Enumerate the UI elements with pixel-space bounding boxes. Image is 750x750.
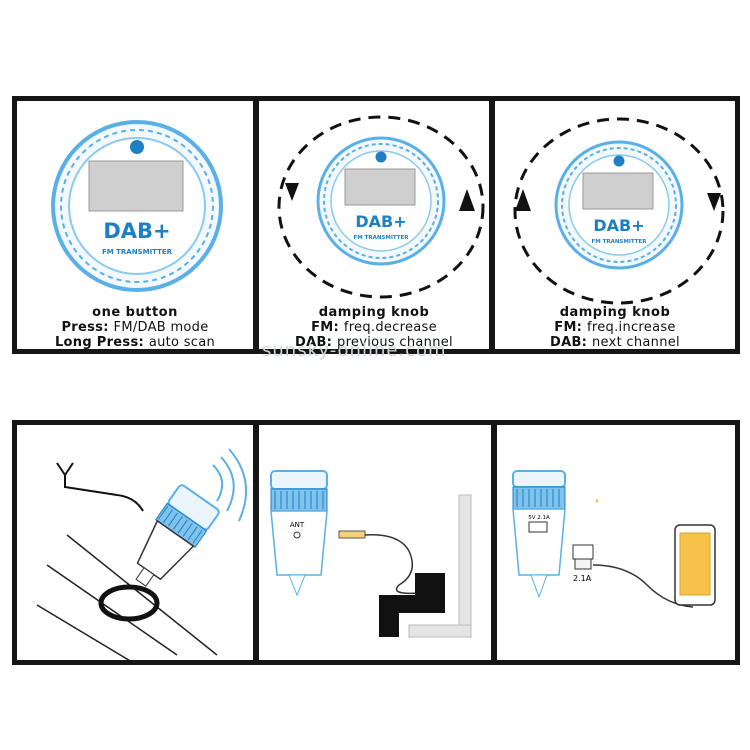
display-screen <box>88 160 184 212</box>
dial-brand: DAB+ <box>593 216 644 235</box>
panel-antenna-port: ANT <box>254 420 496 665</box>
antenna-jack-icon <box>338 530 366 539</box>
caption-key: FM: <box>554 320 583 335</box>
caption: one button Press: FM/DAB mode Long Press… <box>17 305 253 350</box>
arrow-down-icon <box>707 193 721 211</box>
cable-label: 2.1A <box>573 574 592 583</box>
caption-value: freq.increase <box>587 320 676 335</box>
arrow-up-icon <box>459 189 475 211</box>
dial-illustration: DAB+ FM TRANSMITTER <box>513 117 725 305</box>
socket-ring <box>98 584 160 622</box>
panel-knob-increase: DAB+ FM TRANSMITTER damping knob FM: fre… <box>490 96 740 354</box>
dial-brand: DAB+ <box>103 219 170 243</box>
usb-port-icon <box>528 521 548 533</box>
car-install-illustration <box>36 448 248 660</box>
panel-knob-decrease: DAB+ FM TRANSMITTER damping knob FM: fre… <box>254 96 494 354</box>
dial-illustration: DAB+ FM TRANSMITTER <box>277 115 485 299</box>
caption-title: damping knob <box>318 305 430 320</box>
caption-title: damping knob <box>559 305 671 320</box>
panel-car-install <box>12 420 258 665</box>
arrow-down-icon <box>285 183 299 201</box>
signal-waves-icon <box>212 448 248 522</box>
caption-value: FM/DAB mode <box>113 320 209 335</box>
dashboard-lines <box>36 534 218 660</box>
usb-plug-icon <box>572 544 594 560</box>
caption-value: freq.decrease <box>343 320 437 335</box>
caption-key: Long Press: <box>54 335 144 350</box>
caption: damping knob FM: freq.increase DAB: next… <box>495 305 735 350</box>
dial-illustration: DAB+ FM TRANSMITTER <box>51 120 223 292</box>
display-screen <box>582 172 654 210</box>
window-frame <box>458 494 472 626</box>
button-dot-icon <box>130 140 144 154</box>
antenna-port-illustration: ANT <box>270 470 472 638</box>
caption-key: FM: <box>311 320 339 335</box>
antenna-cable <box>364 534 420 595</box>
caption-key: Press: <box>61 320 109 335</box>
ant-label: ANT <box>290 521 305 529</box>
port-label: 5V 2.1A <box>528 515 550 521</box>
spark-icon <box>595 498 599 503</box>
usb-charge-illustration: 5V 2.1A 2.1A <box>512 470 716 608</box>
panel-one-button: DAB+ FM TRANSMITTER one button Press: FM… <box>12 96 258 354</box>
dial-subtitle: FM TRANSMITTER <box>353 235 409 241</box>
rotation-arrow-path <box>277 115 485 299</box>
dial-subtitle: FM TRANSMITTER <box>591 239 647 245</box>
antenna-icon <box>56 462 144 512</box>
arrow-up-icon <box>515 189 531 211</box>
button-dot-icon <box>375 151 387 163</box>
panel-usb-charge: 5V 2.1A 2.1A <box>492 420 740 665</box>
dial-brand: DAB+ <box>355 212 406 231</box>
caption-value: next channel <box>592 335 680 350</box>
button-dot-icon <box>613 155 625 167</box>
caption-value: auto scan <box>148 335 216 350</box>
display-screen <box>344 168 416 206</box>
caption-key: DAB: <box>550 335 588 350</box>
ant-port-icon <box>293 531 301 539</box>
caption-key: DAB: <box>295 335 333 350</box>
caption: damping knob FM: freq.decrease DAB: prev… <box>259 305 489 350</box>
caption-value: previous channel <box>337 335 453 350</box>
dial-subtitle: FM TRANSMITTER <box>102 248 173 256</box>
watermark: sunsky-online.com <box>262 340 447 361</box>
caption-title: one button <box>92 305 178 320</box>
